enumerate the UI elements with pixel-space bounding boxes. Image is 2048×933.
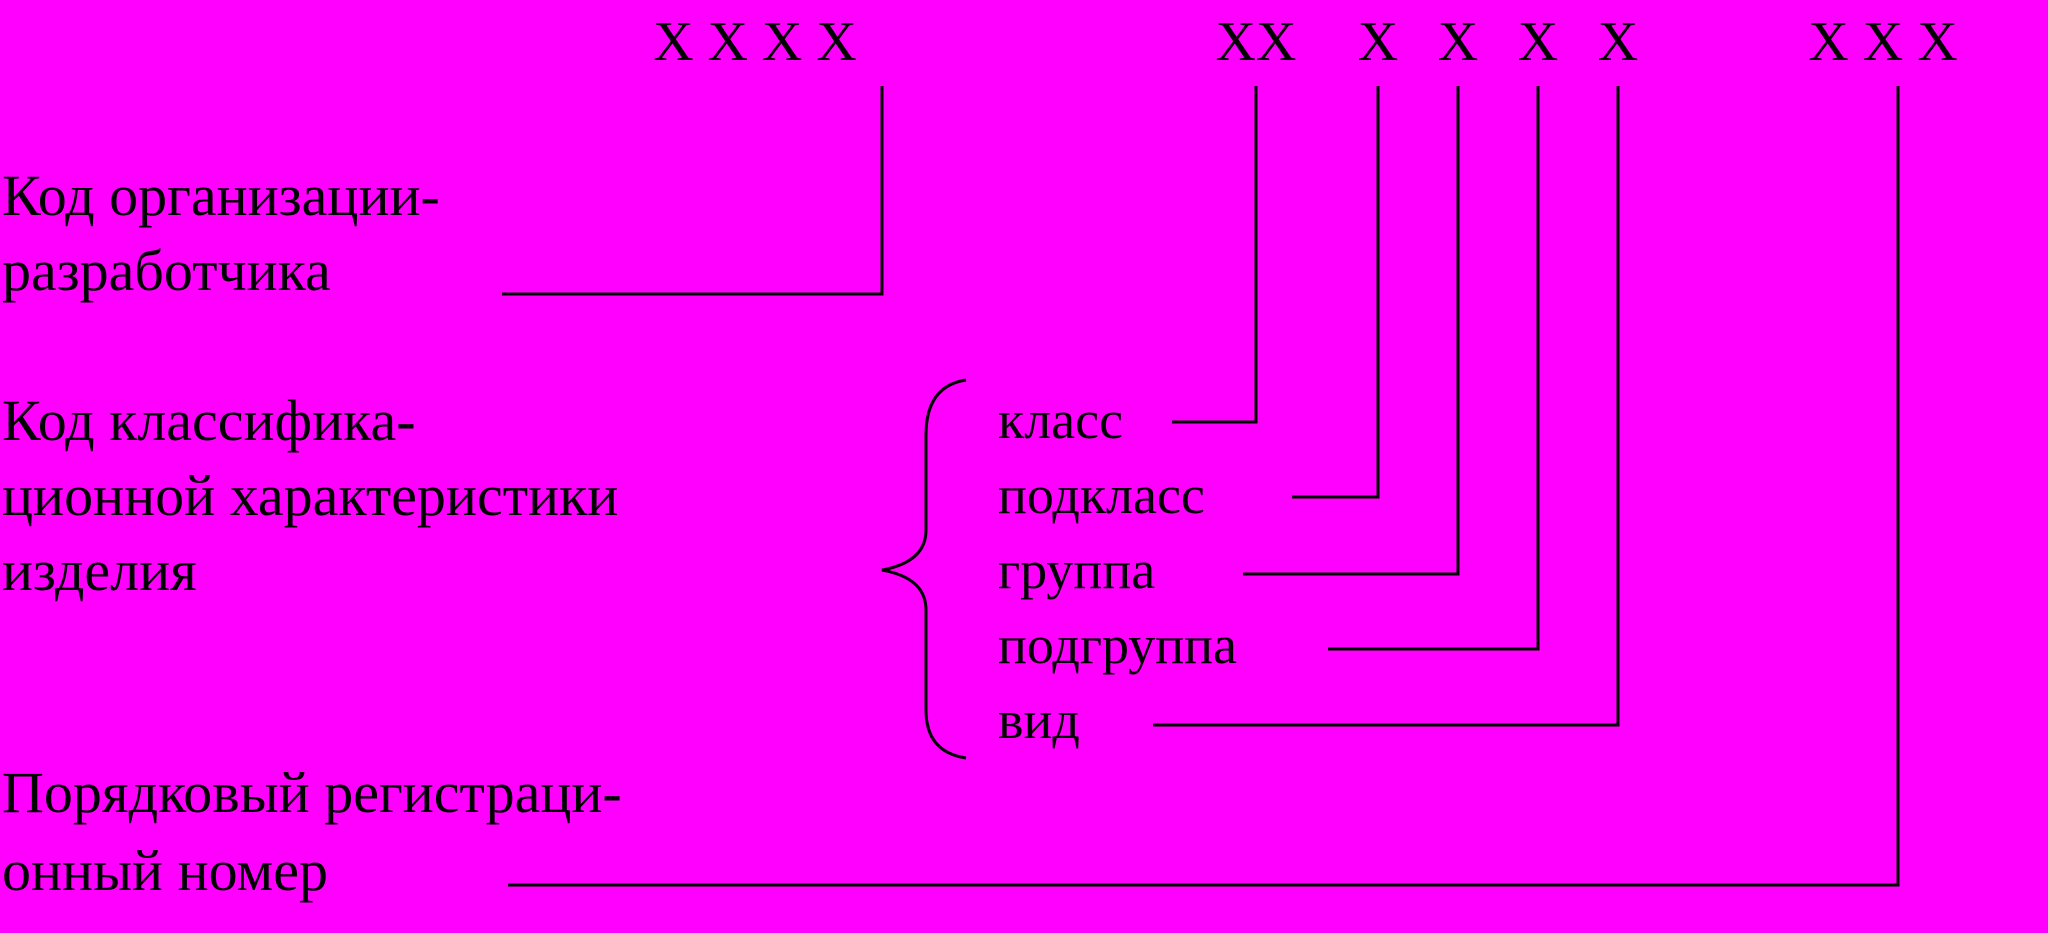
code-group: X	[1438, 11, 1478, 73]
sublabel-kind: вид	[998, 690, 1080, 750]
leader-registration	[508, 86, 1900, 887]
code-subclass: X	[1358, 11, 1398, 73]
code-class: XX	[1216, 11, 1297, 73]
leader-class	[1172, 86, 1258, 424]
sublabel-subclass: подкласс	[998, 465, 1205, 525]
code-subgroup: X	[1518, 11, 1558, 73]
leader-subgroup	[1328, 86, 1540, 651]
sublabel-group: группа	[998, 540, 1155, 600]
label-classification-line-1: Код классифика-	[2, 388, 416, 453]
sublabel-class: класс	[998, 390, 1123, 450]
leader-group	[1243, 86, 1460, 576]
leader-organization	[502, 86, 884, 296]
code-organization: X X X X	[653, 11, 857, 73]
leader-kind	[1153, 86, 1620, 727]
label-classification-line-2: ционной характеристики	[2, 463, 618, 528]
code-kind: X	[1598, 11, 1638, 73]
label-registration-line-1: Порядковый регистраци-	[2, 760, 622, 825]
label-organization-line-2: разработчика	[2, 238, 331, 303]
label-classification-line-3: изделия	[2, 538, 197, 603]
sublabel-subgroup: подгруппа	[998, 615, 1237, 675]
code-registration: X X X	[1808, 11, 1957, 73]
label-registration-line-2: онный номер	[2, 838, 328, 903]
curly-brace	[881, 378, 967, 760]
label-organization-line-1: Код организации-	[2, 163, 440, 228]
leader-subclass	[1292, 86, 1380, 499]
